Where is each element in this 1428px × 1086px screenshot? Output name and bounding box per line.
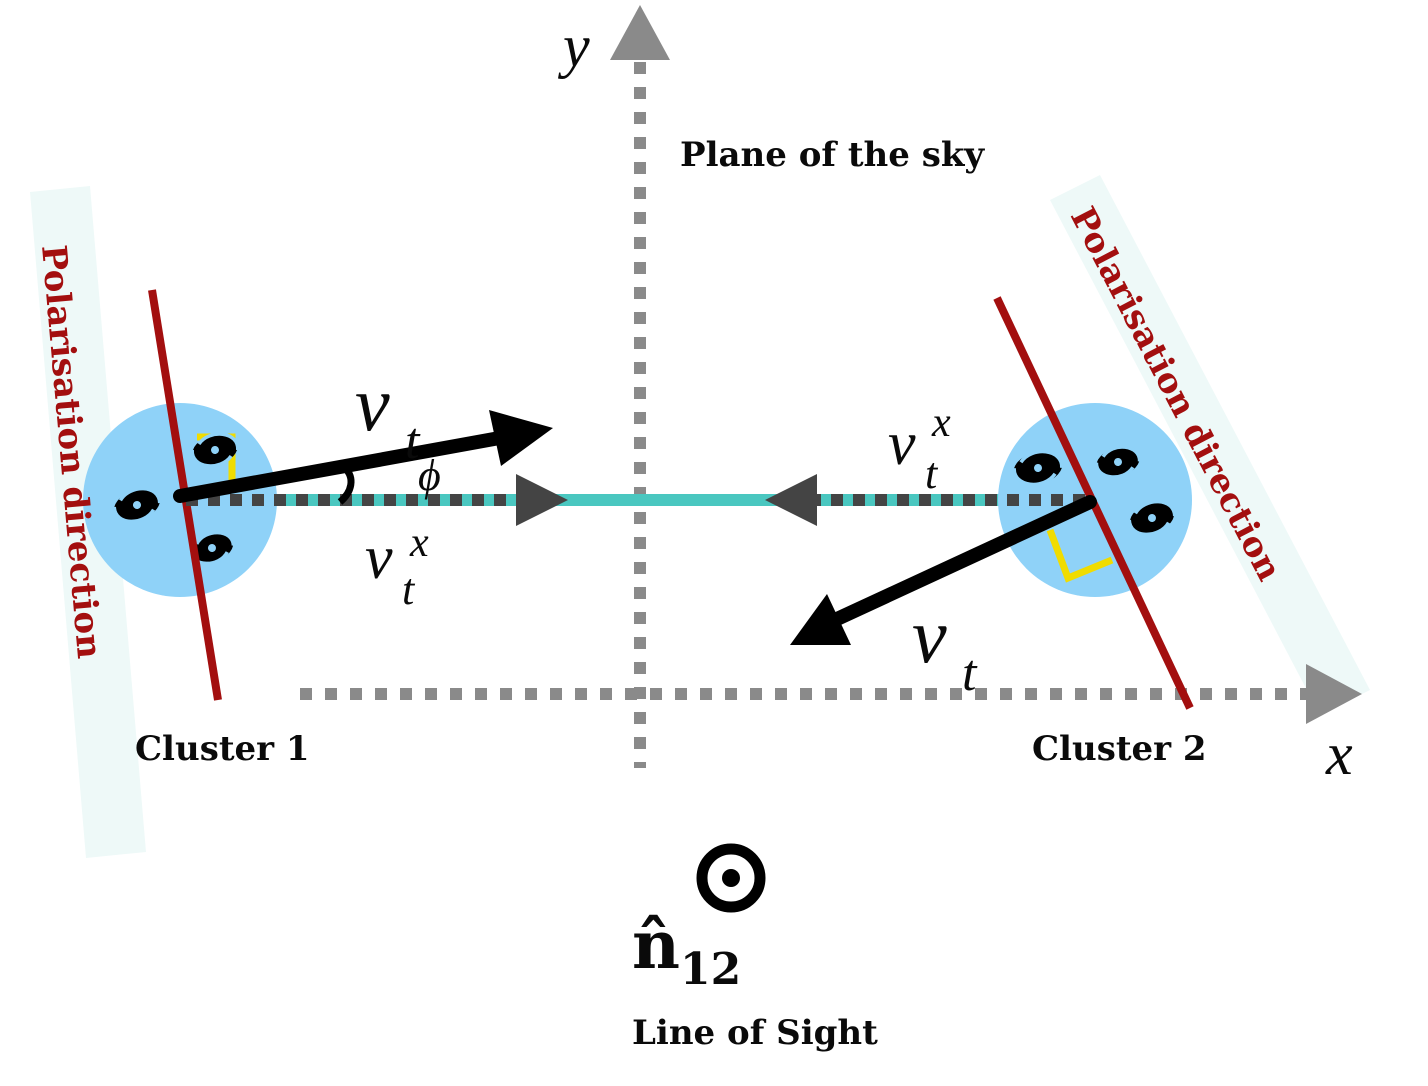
- right-angle-marker-2: [1046, 528, 1114, 583]
- vt-label-2-base: v: [912, 592, 947, 679]
- vt-arrow-2: [790, 495, 1097, 645]
- vtx-label-2: v x t: [888, 400, 951, 498]
- vtx-label-1: v x t: [365, 520, 429, 614]
- vtx-label-2-sub: t: [925, 449, 939, 498]
- vt-label-1: v t: [355, 360, 421, 470]
- y-axis: [610, 5, 670, 768]
- y-axis-label: y: [557, 13, 590, 79]
- vtx-label-1-sub: t: [402, 565, 416, 614]
- n-hat-label: n̂: [632, 906, 680, 984]
- vtx-label-2-base: v: [888, 410, 916, 478]
- polarisation-band-right: [1050, 175, 1370, 715]
- galaxy-icon: [1094, 445, 1142, 479]
- x-axis-label: x: [1325, 721, 1353, 787]
- phi-angle-arc: [337, 465, 355, 505]
- line-of-sight-label: Line of Sight: [632, 1013, 878, 1053]
- x-axis: [300, 664, 1362, 724]
- vt-label-1-base: v: [355, 360, 390, 447]
- n-hat-subscript: 12: [680, 944, 741, 995]
- plane-of-sky-label: Plane of the sky: [680, 135, 985, 175]
- vtx-projection-arrow-1: [186, 474, 568, 526]
- x-axis-arrowhead: [1306, 664, 1362, 724]
- phi-label: ϕ: [418, 451, 441, 500]
- vt-label-1-sub: t: [405, 413, 421, 470]
- vt-label-2: v t: [912, 592, 978, 702]
- vtx-projection-arrow-2: [765, 474, 1085, 526]
- galaxy-icon: [190, 432, 240, 468]
- galaxy-icon: [1012, 449, 1064, 487]
- cluster-2-label: Cluster 2: [1032, 729, 1207, 769]
- vtx-label-2-sup: x: [931, 400, 951, 446]
- cluster-1-label: Cluster 1: [135, 729, 310, 769]
- vtx-label-1-base: v: [365, 524, 393, 592]
- line-of-sight-dot-icon: [696, 843, 766, 913]
- vt-label-2-sub: t: [962, 645, 978, 702]
- vt-arrow-1: [173, 410, 553, 503]
- vtx-label-1-sup: x: [409, 520, 429, 566]
- y-axis-arrowhead: [610, 5, 670, 60]
- galaxy-icon: [112, 486, 162, 524]
- galaxy-icon: [1127, 499, 1177, 537]
